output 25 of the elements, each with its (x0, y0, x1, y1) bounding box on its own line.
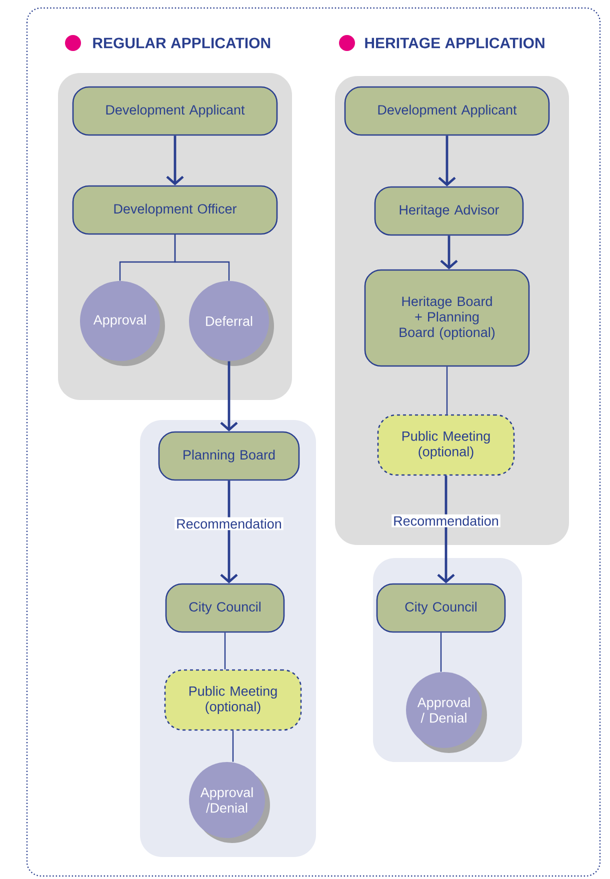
process-box: Planning Board (158, 431, 300, 481)
section-title: REGULAR APPLICATION (93, 38, 270, 48)
arrow (220, 480, 238, 584)
process-box: Development Applicant (72, 86, 278, 136)
connector-line (174, 234, 230, 281)
arrow (437, 476, 455, 584)
process-box: City Council (376, 583, 506, 633)
arrow (438, 136, 456, 186)
connector-line (440, 632, 442, 672)
edge-label: Recommendation (174, 517, 284, 530)
arrow (166, 136, 184, 186)
connector-line (224, 632, 226, 670)
process-box: City Council (165, 583, 285, 633)
section-title: HERITAGE APPLICATION (365, 38, 544, 48)
connector-line (446, 366, 448, 414)
process-box: Heritage Advisor (374, 186, 524, 236)
edge-label: Recommendation (392, 514, 500, 528)
process-box: Development Applicant (344, 86, 550, 136)
process-box: Development Officer (72, 185, 278, 235)
optional-box: Public Meeting (optional) (377, 414, 515, 476)
connector-line (232, 730, 234, 762)
arrow (440, 236, 458, 270)
arrow (220, 361, 238, 432)
process-box: Heritage Board + Planning Board (optional) (364, 269, 530, 367)
optional-box: Public Meeting (optional) (164, 669, 302, 731)
